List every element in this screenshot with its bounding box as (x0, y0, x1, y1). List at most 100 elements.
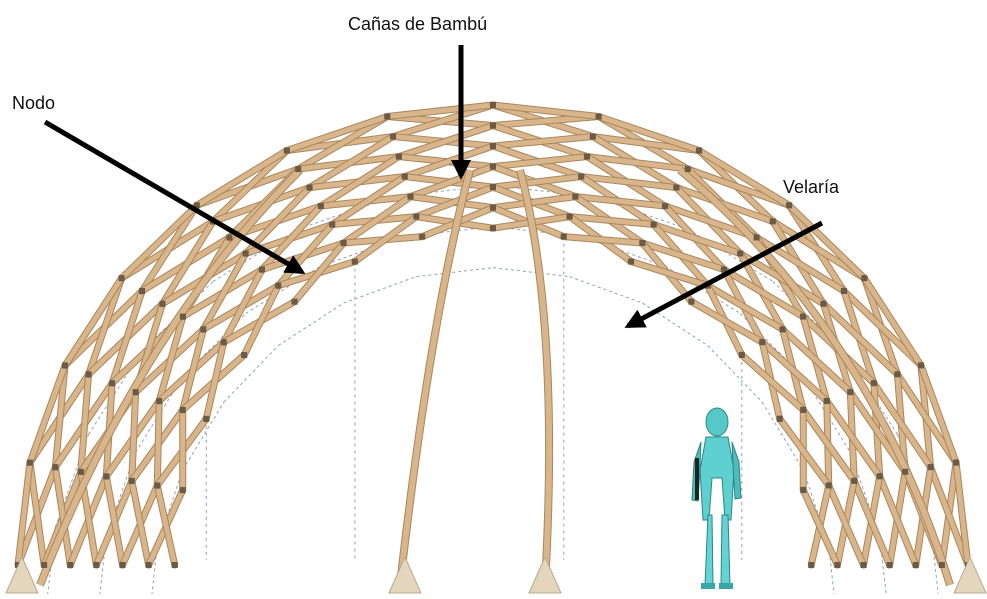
label-nodo: Nodo (12, 94, 55, 112)
bamboo-node (696, 148, 702, 154)
bamboo-node (770, 218, 776, 224)
bamboo-node (103, 473, 109, 479)
bamboo-node (834, 562, 840, 568)
bamboo-node (41, 562, 47, 568)
bamboo-node (651, 222, 657, 228)
label-canas-de-bambu: Cañas de Bambú (348, 15, 487, 33)
bamboo-node (685, 166, 691, 172)
bamboo-node (841, 288, 847, 294)
bamboo-node (861, 275, 867, 281)
bamboo-node (200, 326, 206, 332)
bamboo-node (578, 174, 584, 180)
bamboo-node (329, 222, 335, 228)
bamboo-node (800, 487, 806, 493)
human-scale-figure (692, 408, 741, 589)
bamboo-node (800, 407, 806, 413)
bamboo-node (295, 166, 301, 172)
bamboo-node (86, 371, 92, 377)
bamboo-node (871, 380, 877, 386)
bamboo-node (894, 371, 900, 377)
bamboo-node (129, 478, 135, 484)
bamboo-node (800, 314, 806, 320)
bamboo-node (402, 174, 408, 180)
bamboo-node (341, 240, 347, 246)
bamboo-node (877, 473, 883, 479)
bamboo-node (146, 562, 152, 568)
bamboo-node (390, 134, 396, 140)
bamboo-node (292, 299, 298, 305)
bamboo-node (203, 416, 209, 422)
bamboo-rod (106, 476, 122, 565)
bamboo-node (490, 164, 496, 170)
membrane-line (762, 402, 803, 470)
bamboo-node (284, 148, 290, 154)
bamboo-rod (157, 401, 159, 485)
bamboo-node (953, 460, 959, 466)
bamboo-node (737, 251, 743, 257)
bamboo-node (133, 389, 139, 395)
bamboo-node (243, 251, 249, 257)
membrane-line (224, 346, 279, 403)
bamboo-node (241, 352, 247, 358)
bamboo-node (139, 288, 145, 294)
bamboo-node (561, 234, 567, 240)
bamboo-node (78, 469, 84, 475)
bamboo-node (826, 482, 832, 488)
bamboo-node (851, 478, 857, 484)
bamboo-node (567, 214, 573, 220)
bamboo-node (154, 482, 160, 488)
bamboo-node (352, 259, 358, 265)
bamboo-node (662, 203, 668, 209)
bamboo-node (318, 203, 324, 209)
bamboo-node (939, 562, 945, 568)
bamboo-node (490, 123, 496, 129)
bamboo-node (384, 114, 390, 120)
bamboo-node (821, 301, 827, 307)
bamboo-node (109, 380, 115, 386)
bamboo-node (408, 194, 414, 200)
bamboo-node (847, 389, 853, 395)
bamboo-node (67, 562, 73, 568)
bamboo-node (902, 469, 908, 475)
bamboo-node (913, 562, 919, 568)
bamboo-node (159, 301, 165, 307)
bamboo-node (221, 339, 227, 345)
bamboo-node (780, 326, 786, 332)
bamboo-node (180, 314, 186, 320)
bamboo-node (490, 225, 496, 231)
bamboo-node (786, 202, 792, 208)
bamboo-node (673, 185, 679, 191)
bamboo-node (307, 185, 313, 191)
bamboo-node (226, 234, 232, 240)
bamboo-node (93, 562, 99, 568)
bamboo-node (27, 460, 33, 466)
bamboo-node (490, 184, 496, 190)
bamboo-node (824, 398, 830, 404)
bamboo-rod (30, 463, 44, 565)
bamboo-node (396, 154, 402, 160)
label-velaria: Velaría (783, 178, 839, 196)
support-base (389, 557, 421, 593)
bamboo-node (490, 102, 496, 108)
bamboo-node (928, 464, 934, 470)
bamboo-node (180, 407, 186, 413)
bamboo-node (584, 154, 590, 160)
membrane-line (708, 346, 763, 403)
membrane-line (493, 268, 570, 277)
bamboo-node (62, 362, 68, 368)
membrane-line (570, 277, 643, 303)
bamboo-rod (493, 137, 593, 147)
bamboo-node (688, 299, 694, 305)
bamboo-node (259, 267, 265, 273)
support-base (6, 557, 38, 593)
bamboo-node (739, 352, 745, 358)
bamboo-node (754, 234, 760, 240)
support-base (529, 557, 561, 593)
bamboo-node (180, 487, 186, 493)
bamboo-node (777, 416, 783, 422)
bamboo-node (172, 562, 178, 568)
bamboo-node (639, 240, 645, 246)
bamboo-node (413, 214, 419, 220)
